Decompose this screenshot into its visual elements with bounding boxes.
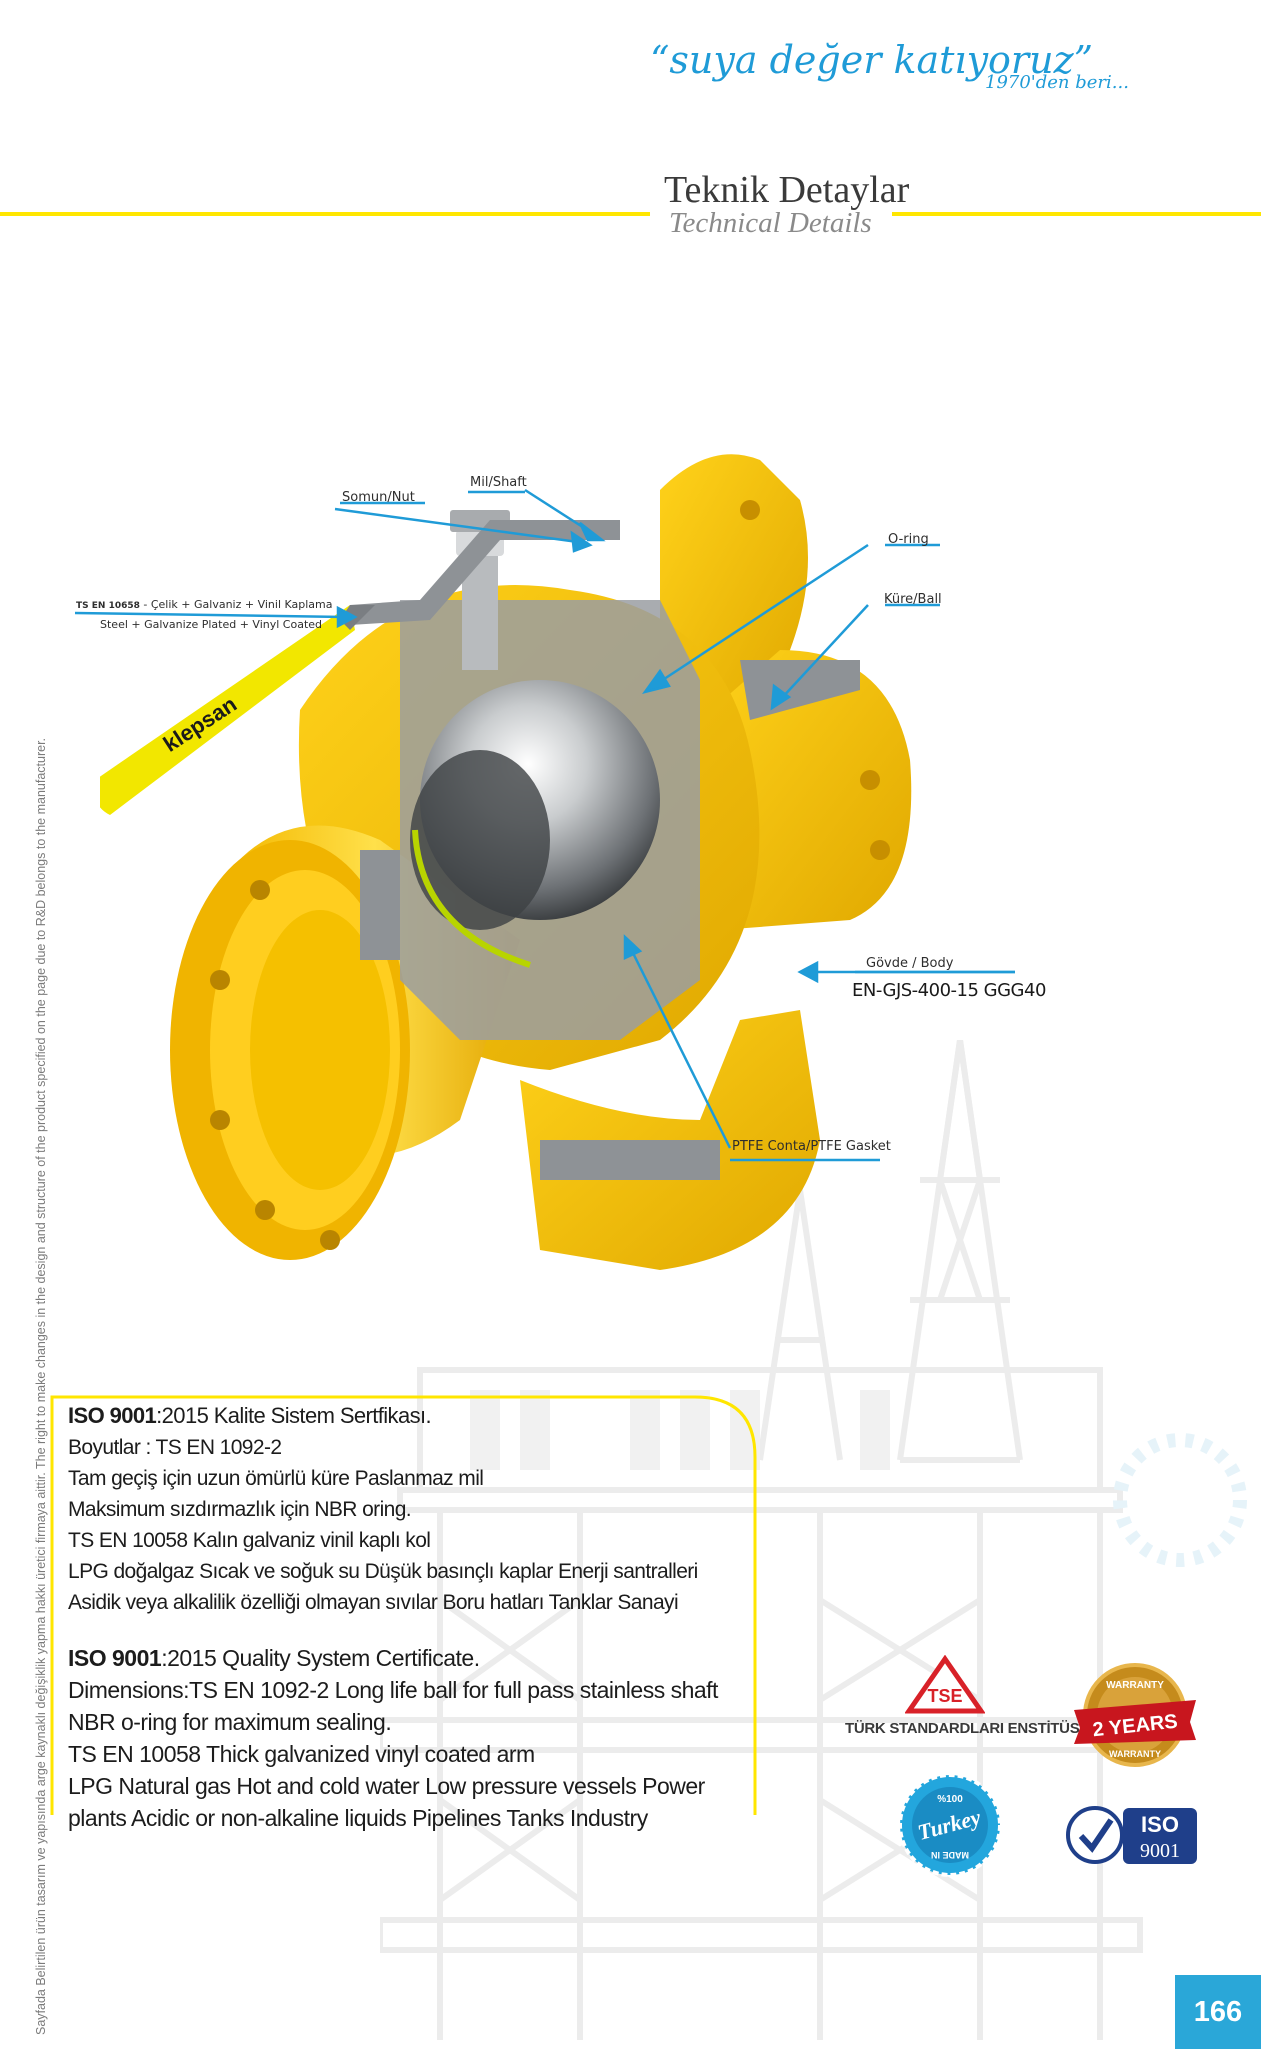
oil-platform-watermark: [380, 1040, 1247, 2040]
section-divider: [0, 212, 1261, 216]
callout-oring: O-ring: [888, 532, 929, 547]
iso-9001-icon: ISO 9001: [1066, 1806, 1197, 1864]
tse-logo-text: TSE: [927, 1686, 962, 1706]
spec-en-line: plants Acidic or non-alkaline liquids Pi…: [68, 1805, 648, 1831]
spec-tr-line: Asidik veya alkalilik özelliği olmayan s…: [68, 1591, 679, 1614]
left-flange: [170, 840, 410, 1260]
iso-line-en: ISO 9001:2015 Quality System Certificate…: [68, 1645, 480, 1672]
callout-shaft: Mil/Shaft: [470, 475, 527, 490]
section-subtitle: Technical Details: [669, 207, 872, 239]
handle-standard: TS EN 10658: [76, 601, 140, 611]
spec-en-line: Dimensions:TS EN 1092-2 Long life ball f…: [68, 1677, 718, 1703]
spec-tr-line: TS EN 10058 Kalın galvaniz vinil kaplı k…: [68, 1529, 431, 1552]
body-material-spec: EN-GJS-400-15 GGG40: [852, 980, 1046, 1001]
callout-gasket: PTFE Conta/PTFE Gasket: [732, 1139, 891, 1154]
slogan: “suya değer katıyoruz”: [650, 38, 1094, 82]
warranty-badge-icon: WARRANTY 2 YEARS WARRANTY: [1074, 1663, 1196, 1767]
handle-material-tr: - Çelik + Galvaniz + Vinil Kaplama: [139, 598, 333, 611]
ball-valve-illustration: klepsan: [100, 454, 912, 1270]
made-in-turkey-icon: %100 Turkey MADE IN: [898, 1773, 1002, 1877]
iso-rest-en: :2015 Quality System Certificate.: [161, 1645, 480, 1671]
since-text: 1970'den beri...: [985, 72, 1129, 93]
iso-badge-top: ISO: [1141, 1812, 1179, 1837]
callout-nut: Somun/Nut: [342, 490, 415, 505]
turkey-bottom: MADE IN: [931, 1850, 969, 1860]
spec-en-line: LPG Natural gas Hot and cold water Low p…: [68, 1773, 705, 1799]
callout-handle-tr: TS EN 10658 - Çelik + Galvaniz + Vinil K…: [76, 598, 333, 611]
spec-en-line: TS EN 10058 Thick galvanized vinyl coate…: [68, 1741, 535, 1767]
iso-badge-bottom: 9001: [1140, 1840, 1180, 1862]
spec-tr-line: LPG doğalgaz Sıcak ve soğuk su Düşük bas…: [68, 1560, 698, 1583]
title-backdrop: [650, 168, 892, 243]
turkey-top: %100: [937, 1794, 963, 1805]
page-number: 166: [1175, 1975, 1261, 2049]
spec-tr-line: Tam geçiş için uzun ömürlü küre Paslanma…: [68, 1467, 484, 1490]
callout-body: Gövde / Body: [866, 956, 954, 971]
spec-en-line: NBR o-ring for maximum sealing.: [68, 1709, 392, 1735]
specifications-frame: [50, 1395, 757, 1815]
iso-bold-en: ISO 9001: [68, 1645, 162, 1671]
specifications-box: ISO 9001:2015 Kalite Sistem Sertfikası. …: [50, 1395, 757, 1855]
spec-tr-line: Maksimum sızdırmazlık için NBR oring.: [68, 1498, 412, 1521]
tse-logo-icon: TSE: [905, 1655, 985, 1714]
callout-handle-en: Steel + Galvanize Plated + Vinyl Coated: [100, 618, 323, 631]
warranty-bottom: WARRANTY: [1109, 1749, 1161, 1759]
callout-ball: Küre/Ball: [884, 592, 942, 607]
iso-rest-tr: :2015 Kalite Sistem Sertfikası.: [156, 1403, 432, 1428]
warranty-top: WARRANTY: [1106, 1680, 1164, 1691]
iso-line-tr: ISO 9001:2015 Kalite Sistem Sertfikası.: [68, 1403, 432, 1429]
iso-bold-tr: ISO 9001: [68, 1403, 157, 1428]
section-title: Teknik Detaylar: [664, 169, 910, 211]
tse-label: TÜRK STANDARDLARI ENSTİTÜSÜ: [845, 1720, 1090, 1737]
spec-tr-line: Boyutlar : TS EN 1092-2: [68, 1436, 282, 1459]
